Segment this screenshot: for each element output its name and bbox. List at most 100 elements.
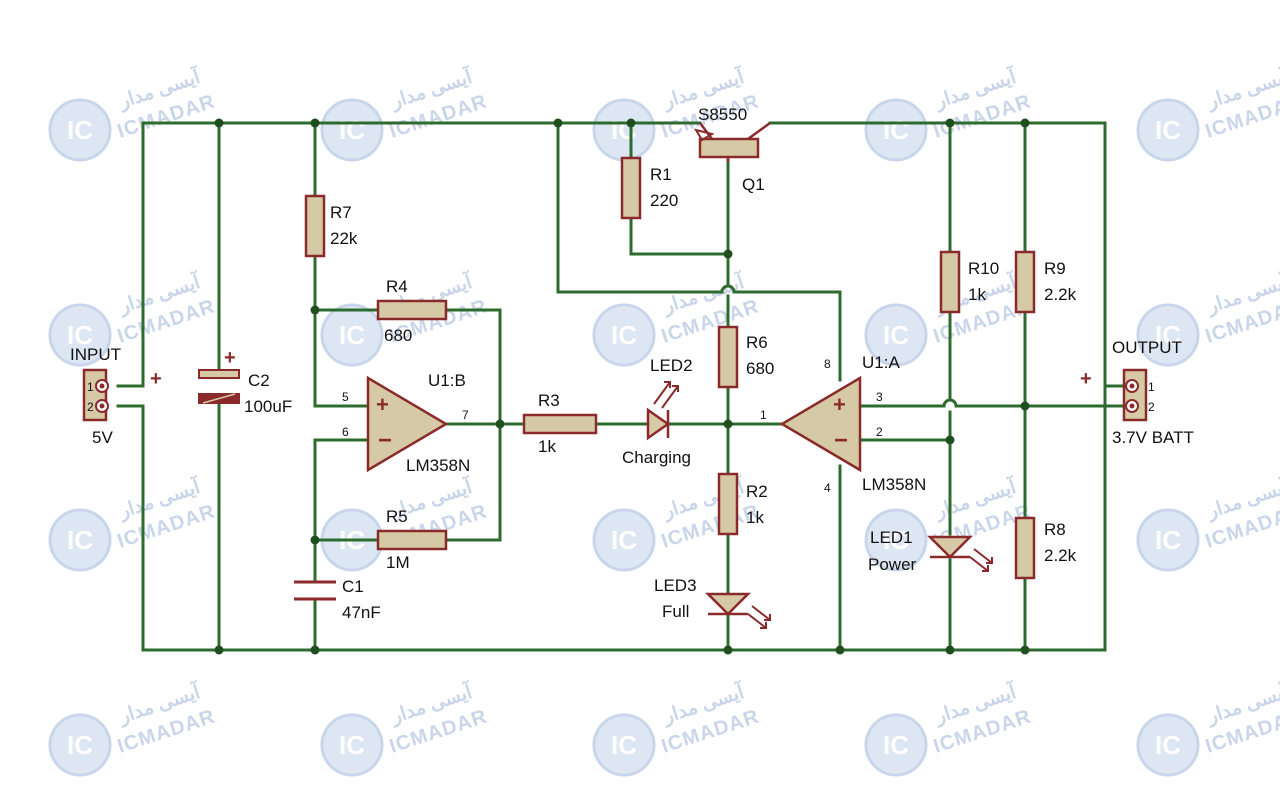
led2-ref: LED2 [650, 356, 693, 375]
c2-ref: C2 [248, 371, 270, 390]
resistor-r9 [1014, 250, 1036, 314]
r7-value: 22k [330, 229, 358, 248]
led1-name: Power [868, 555, 917, 574]
watermark-logo-text: IC [883, 525, 909, 555]
r10-value: 1k [968, 285, 986, 304]
input-pin1: 1 [87, 380, 94, 394]
watermark-logo-text: IC [67, 730, 93, 760]
resistor-r7 [304, 194, 326, 258]
opamp-u1a: + − [779, 375, 862, 473]
watermark-logo-text: IC [883, 115, 909, 145]
watermark-logo-text: IC [1155, 525, 1181, 555]
watermark-logo-text: IC [67, 320, 93, 350]
r1-value: 220 [650, 191, 678, 210]
u1a-pin1: 1 [760, 408, 767, 422]
r5-value: 1M [386, 553, 410, 572]
watermark-logo-text: IC [1155, 730, 1181, 760]
watermark-logo-text: IC [611, 320, 637, 350]
r1-ref: R1 [650, 165, 672, 184]
resistors [304, 156, 1036, 580]
r2-value: 1k [746, 508, 764, 527]
input-plus: + [150, 368, 162, 390]
wires [116, 121, 1130, 652]
output-connector [1122, 368, 1148, 422]
c1-ref: C1 [342, 577, 364, 596]
led3-ref: LED3 [654, 576, 697, 595]
opamp-u1a-plus: + [833, 392, 846, 417]
output-plus: + [1080, 368, 1092, 390]
input-connector [82, 368, 109, 422]
u1b-pin5: 5 [342, 390, 349, 404]
r6-ref: R6 [746, 333, 768, 352]
resistor-r3 [522, 413, 598, 435]
r4-value: 680 [384, 326, 412, 345]
led1-power [926, 535, 993, 572]
r2-ref: R2 [746, 482, 768, 501]
r5-ref: R5 [386, 507, 408, 526]
input-label: INPUT [70, 345, 121, 364]
c1-value: 47nF [342, 603, 381, 622]
watermark-logo-text: IC [611, 525, 637, 555]
watermark-logo-text: IC [611, 730, 637, 760]
input-voltage-label: 5V [92, 428, 113, 447]
input-pin2: 2 [87, 400, 94, 414]
u1a-ref: U1:A [862, 353, 900, 372]
watermark-logo-text: IC [339, 730, 365, 760]
u1b-pin7: 7 [462, 408, 469, 422]
opamp-u1a-minus: − [834, 427, 848, 454]
led1-ref: LED1 [870, 528, 913, 547]
watermark-logo-text: IC [67, 115, 93, 145]
u1b-ref: U1:B [428, 371, 466, 390]
resistor-r4 [376, 299, 448, 321]
u1a-pin8: 8 [824, 357, 831, 371]
u1b-part: LM358N [406, 456, 470, 475]
opamp-u1b: + − [366, 375, 449, 473]
resistor-r2 [717, 472, 739, 536]
transistor-q1 [693, 121, 771, 162]
r8-ref: R8 [1044, 520, 1066, 539]
watermark-logo-text: IC [67, 525, 93, 555]
r8-value: 2.2k [1044, 546, 1077, 565]
r10-ref: R10 [968, 259, 999, 278]
u1b-pin6: 6 [342, 425, 349, 439]
output-pin1: 1 [1148, 380, 1155, 394]
r6-value: 680 [746, 359, 774, 378]
resistor-r6 [717, 325, 739, 389]
capacitor-c2 [198, 369, 240, 404]
output-voltage-label: 3.7V BATT [1112, 428, 1194, 447]
watermark-logo-text: IC [1155, 320, 1181, 350]
r9-value: 2.2k [1044, 285, 1077, 304]
led2-name: Charging [622, 448, 691, 467]
r3-ref: R3 [538, 391, 560, 410]
q1-ref: Q1 [742, 175, 765, 194]
capacitor-c1 [294, 580, 336, 601]
junction-dots [214, 118, 1030, 655]
q1-part: S8550 [698, 105, 747, 124]
resistor-r8 [1014, 516, 1036, 580]
opamp-u1b-minus: − [378, 427, 392, 454]
watermark-logo-text: IC [883, 730, 909, 760]
led3-full [704, 592, 771, 629]
led3-name: Full [662, 602, 689, 621]
r7-ref: R7 [330, 203, 352, 222]
r3-value: 1k [538, 437, 556, 456]
r9-ref: R9 [1044, 259, 1066, 278]
u1a-pin4: 4 [824, 481, 831, 495]
output-label: OUTPUT [1112, 338, 1182, 357]
watermark-logo-text: IC [339, 115, 365, 145]
watermark-logo-text: IC [339, 320, 365, 350]
c2-value: 100uF [244, 397, 292, 416]
labels: INPUT 5V 1 2 + OUTPUT 3.7V BATT 1 2 + + … [70, 105, 1194, 622]
resistor-r10 [939, 250, 961, 314]
opamp-u1b-plus: + [376, 392, 389, 417]
